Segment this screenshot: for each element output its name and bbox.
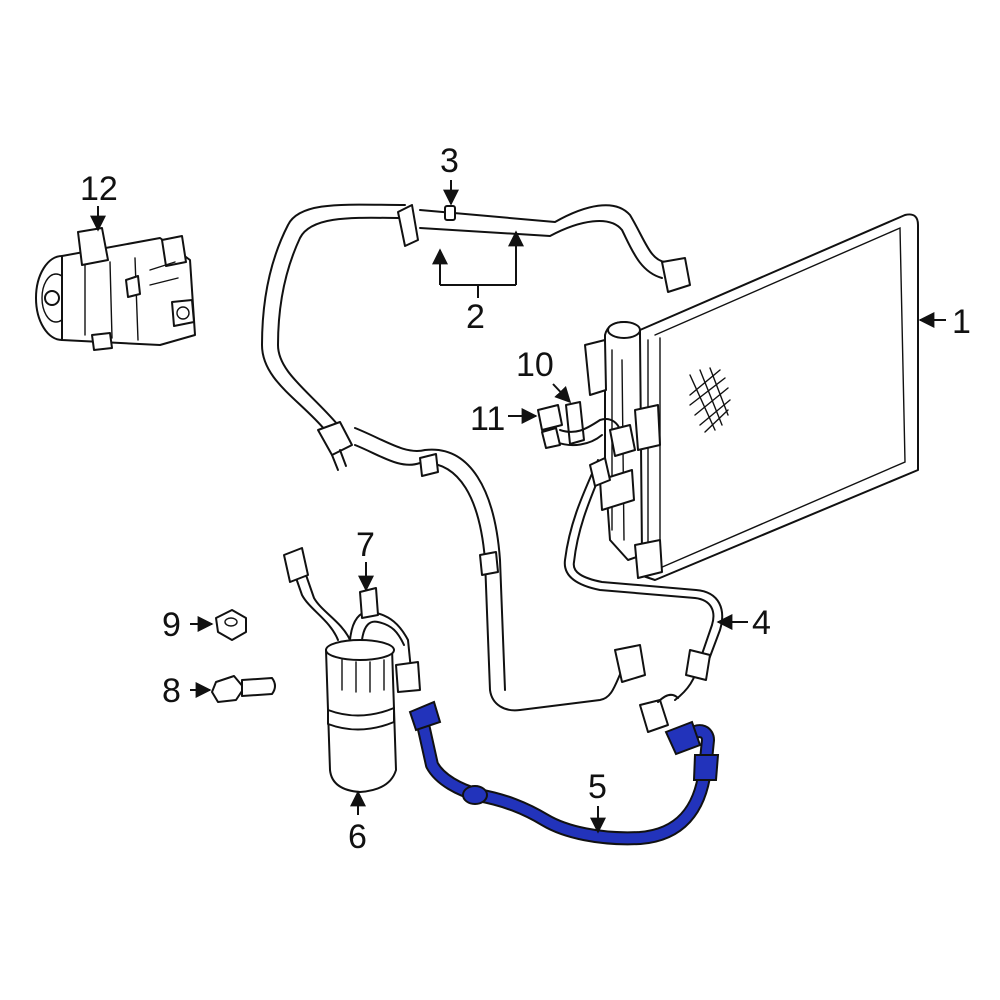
liquid-line-part: [563, 457, 724, 733]
callout-label-12: 12: [80, 170, 118, 208]
bolt-part: [211, 675, 276, 703]
callout-5: 5: [588, 768, 607, 834]
valve-cap-part: [444, 205, 456, 221]
callout-label-2: 2: [466, 298, 485, 336]
callout-label-3: 3: [440, 142, 459, 180]
callout-label-11: 11: [470, 400, 505, 438]
ac-line-set-part: [261, 203, 691, 712]
condenser-part: [584, 213, 919, 581]
callout-label-7: 7: [356, 526, 375, 564]
callout-label-6: 6: [348, 818, 367, 856]
callout-2: 2: [432, 230, 524, 336]
callout-7: 7: [356, 526, 375, 592]
callout-12: 12: [80, 170, 118, 232]
callout-label-10: 10: [516, 346, 554, 384]
callout-3: 3: [440, 142, 459, 206]
callout-4: 4: [716, 604, 771, 642]
callout-label-9: 9: [162, 606, 181, 644]
compressor-part: [35, 227, 196, 351]
callout-10: 10: [516, 346, 572, 404]
highlighted-hose-part: [408, 700, 720, 846]
nut-part: [215, 609, 247, 641]
callout-label-5: 5: [588, 768, 607, 806]
callout-1: 1: [918, 303, 971, 341]
receiver-drier-part: [283, 547, 421, 793]
callout-11: 11: [470, 400, 538, 438]
callout-label-8: 8: [162, 672, 181, 710]
callout-label-4: 4: [752, 604, 771, 642]
callout-8: 8: [162, 672, 212, 710]
fitting-part: [537, 401, 636, 457]
callout-label-1: 1: [952, 303, 971, 341]
callout-9: 9: [162, 606, 214, 644]
callout-6: 6: [348, 790, 367, 856]
